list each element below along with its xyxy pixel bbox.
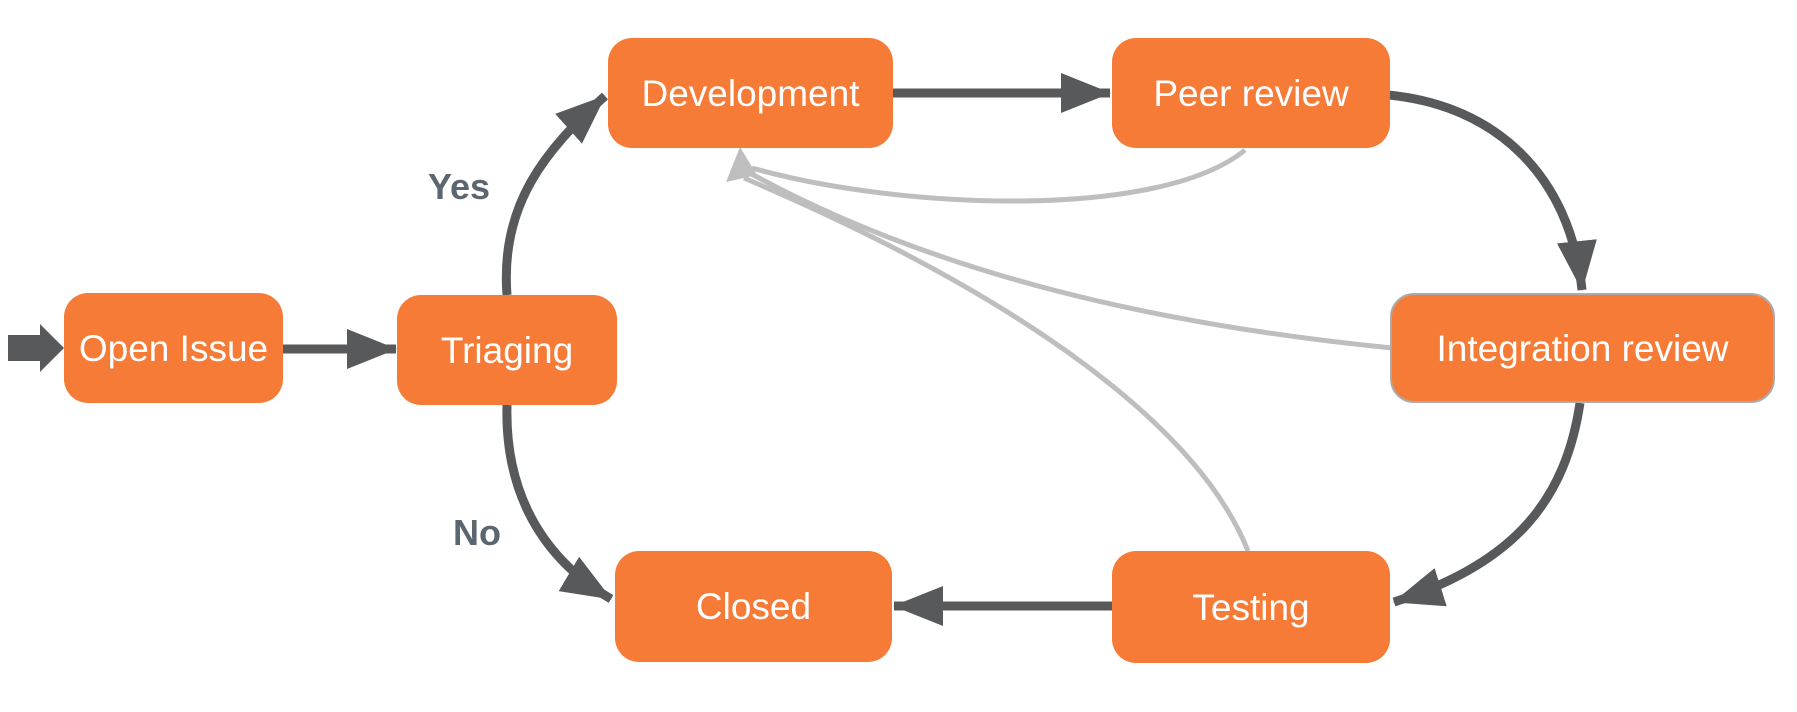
edge-integration-review-testing	[1392, 402, 1585, 607]
edge-feedback-testing-development	[743, 175, 1251, 552]
edge-label-yes: Yes	[427, 166, 491, 207]
edge-triaging-development	[501, 92, 609, 296]
node-closed: Closed	[615, 551, 892, 662]
node-peer-review: Peer review	[1112, 38, 1390, 148]
node-testing: Testing	[1112, 551, 1390, 663]
node-triaging: Triaging	[397, 295, 617, 405]
node-integration-review-label: Integration review	[1436, 327, 1729, 369]
edge-label-no: No	[453, 512, 501, 553]
node-development-label: Development	[641, 72, 860, 114]
edge-peer-review-integration-review	[1387, 90, 1597, 291]
node-closed-label: Closed	[695, 586, 812, 627]
node-open-issue: Open Issue	[64, 293, 283, 403]
node-triaging-label: Triaging	[440, 329, 574, 371]
node-development: Development	[608, 38, 893, 148]
edge-start-open-issue-head	[40, 324, 64, 372]
edge-feedback-integration-review-development	[746, 169, 1393, 351]
node-peer-review-label: Peer review	[1153, 72, 1349, 114]
edge-feedback-arrowhead	[726, 147, 757, 182]
edge-triaging-closed	[502, 404, 614, 603]
node-open-issue-label: Open Issue	[78, 327, 269, 369]
node-integration-review: Integration review	[1390, 293, 1775, 403]
node-testing-label: Testing	[1192, 586, 1310, 628]
edge-feedback-peer-review-development	[751, 148, 1247, 204]
